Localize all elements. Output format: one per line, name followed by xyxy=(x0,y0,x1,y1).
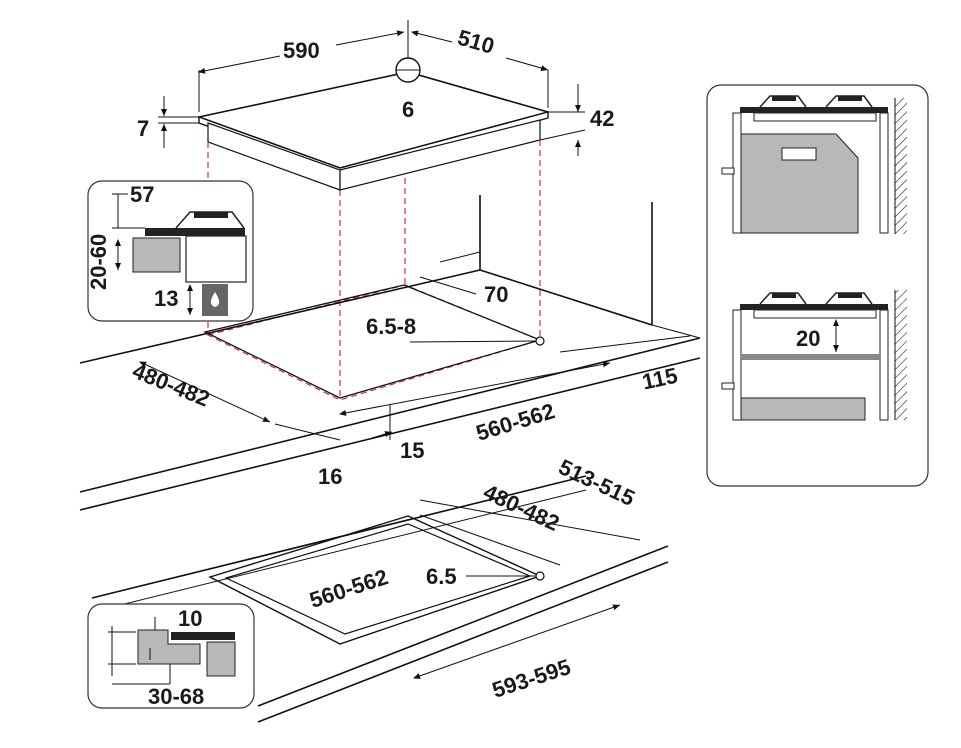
inset-side-section xyxy=(87,180,254,322)
dim-side-offset: 115 xyxy=(640,363,680,395)
worktop-recessed xyxy=(91,475,669,723)
dim-corner-radius-recessed: 6.5 xyxy=(426,564,457,589)
inset-recessed-section xyxy=(87,603,255,709)
hob-perspective xyxy=(158,20,586,191)
worktop-flush xyxy=(79,195,701,511)
dim-back-offset: 70 xyxy=(484,282,508,307)
dim-cutout-depth-flush: 480-482 xyxy=(129,358,213,411)
dim-oven-gap: 20 xyxy=(796,326,820,351)
dim-inner-depth-recessed: 480-482 xyxy=(480,479,564,536)
dim-inset-top: 57 xyxy=(130,182,154,207)
dim-corner-radius-flush: 6.5-8 xyxy=(366,314,416,339)
dim-outer-depth-recessed: 513-515 xyxy=(555,454,639,511)
dim-inset-step: 10 xyxy=(178,606,202,631)
water-drop-icon xyxy=(210,292,220,307)
dim-cutout-width-flush: 560-562 xyxy=(473,398,558,446)
dim-front-offset: 15 xyxy=(400,438,424,463)
dim-inset-bottom: 13 xyxy=(154,286,178,311)
dim-inset-thickness: 30-68 xyxy=(148,684,204,709)
dim-outer-width-recessed: 593-595 xyxy=(489,654,574,703)
dim-inner-width-recessed: 560-562 xyxy=(306,564,391,613)
dim-inset-range: 20-60 xyxy=(86,234,111,290)
dim-glass-thickness: 7 xyxy=(137,116,149,141)
dim-front-edge: 16 xyxy=(318,464,342,489)
dim-total-height: 42 xyxy=(590,106,614,131)
dim-width-590: 590 xyxy=(283,38,320,63)
inset-oven-section xyxy=(706,84,929,487)
dim-depth-510: 510 xyxy=(455,25,497,59)
dim-gas-inlet: 6 xyxy=(402,97,414,122)
